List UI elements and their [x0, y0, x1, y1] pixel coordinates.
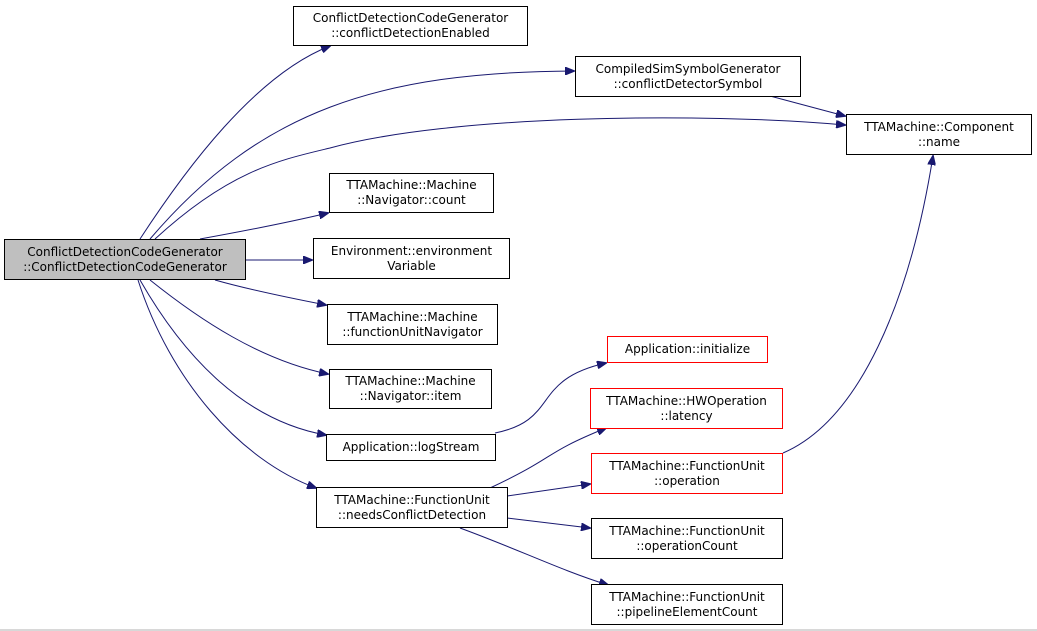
node-root: ConflictDetectionCodeGenerator ::Conflic… [4, 239, 246, 280]
node-envVar-line1: Environment::environment [330, 243, 493, 258]
edge-root-to-fuNav [214, 279, 326, 305]
node-navCount-line2: ::Navigator::count [357, 193, 466, 207]
edge-needsCD-to-fuPipeCount [459, 527, 608, 585]
node-cdSymbol[interactable]: CompiledSimSymbolGenerator ::conflictDet… [575, 56, 801, 97]
edge-needsCD-to-hwLatency [489, 428, 606, 489]
node-needsCD-line2: ::needsConflictDetection [337, 507, 487, 522]
edge-root-to-navItem [149, 279, 328, 374]
node-root-line1: ConflictDetectionCodeGenerator [27, 244, 223, 259]
node-fuNav-line1: TTAMachine::Machine [347, 309, 478, 324]
edge-root-to-logStream [139, 279, 326, 435]
node-fuPipeCount-line2: ::pipelineElementCount [616, 604, 758, 619]
node-fuOperation-line1: TTAMachine::FunctionUnit [609, 458, 765, 473]
edge-root-to-needsCD [137, 279, 316, 488]
node-root-line2: ::ConflictDetectionCodeGenerator [23, 259, 227, 274]
node-envVar-line2: Variable [387, 258, 436, 273]
node-logStream[interactable]: Application::logStream [326, 434, 496, 461]
edge-fuOperation-to-compName [782, 156, 933, 454]
edge-needsCD-to-fuOperation [506, 484, 590, 497]
edge-root-to-cdSymbol [149, 71, 574, 240]
node-fuNav-line2: ::functionUnitNavigator [342, 324, 483, 339]
node-compName[interactable]: TTAMachine::Component ::name [846, 114, 1032, 155]
node-compName-line2: ::name [917, 134, 961, 149]
edge-needsCD-to-fuOpCount [506, 517, 590, 528]
node-fuOpCount-line2: ::operationCount [636, 538, 738, 553]
bottom-divider [0, 629, 1037, 631]
edge-cdSymbol-to-compName [769, 95, 845, 116]
node-cdSymbol-line1: CompiledSimSymbolGenerator [595, 61, 781, 76]
node-compName-line1: TTAMachine::Component [864, 119, 1014, 134]
node-navItem-line2: ::Navigator::item [359, 389, 462, 403]
node-navCount[interactable]: TTAMachine::Machine ::Navigator::count [329, 173, 494, 213]
node-needsCD[interactable]: TTAMachine::FunctionUnit ::needsConflict… [316, 487, 508, 528]
node-hwLatency-line2: ::latency [660, 408, 713, 423]
edge-root-to-cdEnabled [139, 46, 330, 240]
node-fuNav[interactable]: TTAMachine::Machine ::functionUnitNaviga… [327, 304, 498, 345]
node-appInit-line1: Application::initialize [624, 342, 751, 356]
node-fuOpCount-line1: TTAMachine::FunctionUnit [609, 523, 765, 538]
node-hwLatency-line1: TTAMachine::HWOperation [606, 393, 767, 408]
node-needsCD-line1: TTAMachine::FunctionUnit [334, 492, 490, 507]
node-fuPipeCount-line1: TTAMachine::FunctionUnit [609, 589, 765, 604]
node-fuOperation-line2: ::operation [654, 473, 720, 488]
node-cdEnabled-line2: ::conflictDetectionEnabled [331, 26, 490, 40]
node-navCount-line1: TTAMachine::Machine [346, 178, 477, 192]
node-cdEnabled-line1: ConflictDetectionCodeGenerator [312, 11, 509, 25]
node-fuOpCount[interactable]: TTAMachine::FunctionUnit ::operationCoun… [591, 518, 783, 559]
node-cdSymbol-line2: ::conflictDetectorSymbol [613, 76, 763, 91]
node-appInit[interactable]: Application::initialize [607, 336, 768, 363]
node-fuPipeCount[interactable]: TTAMachine::FunctionUnit ::pipelineEleme… [591, 584, 783, 625]
edge-logStream-to-appInit [494, 363, 606, 434]
node-cdEnabled[interactable]: ConflictDetectionCodeGenerator ::conflic… [293, 6, 528, 46]
edge-root-to-navCount [199, 213, 328, 240]
node-navItem[interactable]: TTAMachine::Machine ::Navigator::item [329, 369, 492, 409]
edge-root-to-compName [154, 117, 845, 240]
node-fuOperation[interactable]: TTAMachine::FunctionUnit ::operation [591, 453, 783, 494]
node-envVar[interactable]: Environment::environment Variable [313, 238, 510, 279]
node-hwLatency[interactable]: TTAMachine::HWOperation ::latency [590, 388, 783, 429]
node-navItem-line1: TTAMachine::Machine [345, 374, 476, 388]
node-logStream-line1: Application::logStream [342, 440, 480, 454]
